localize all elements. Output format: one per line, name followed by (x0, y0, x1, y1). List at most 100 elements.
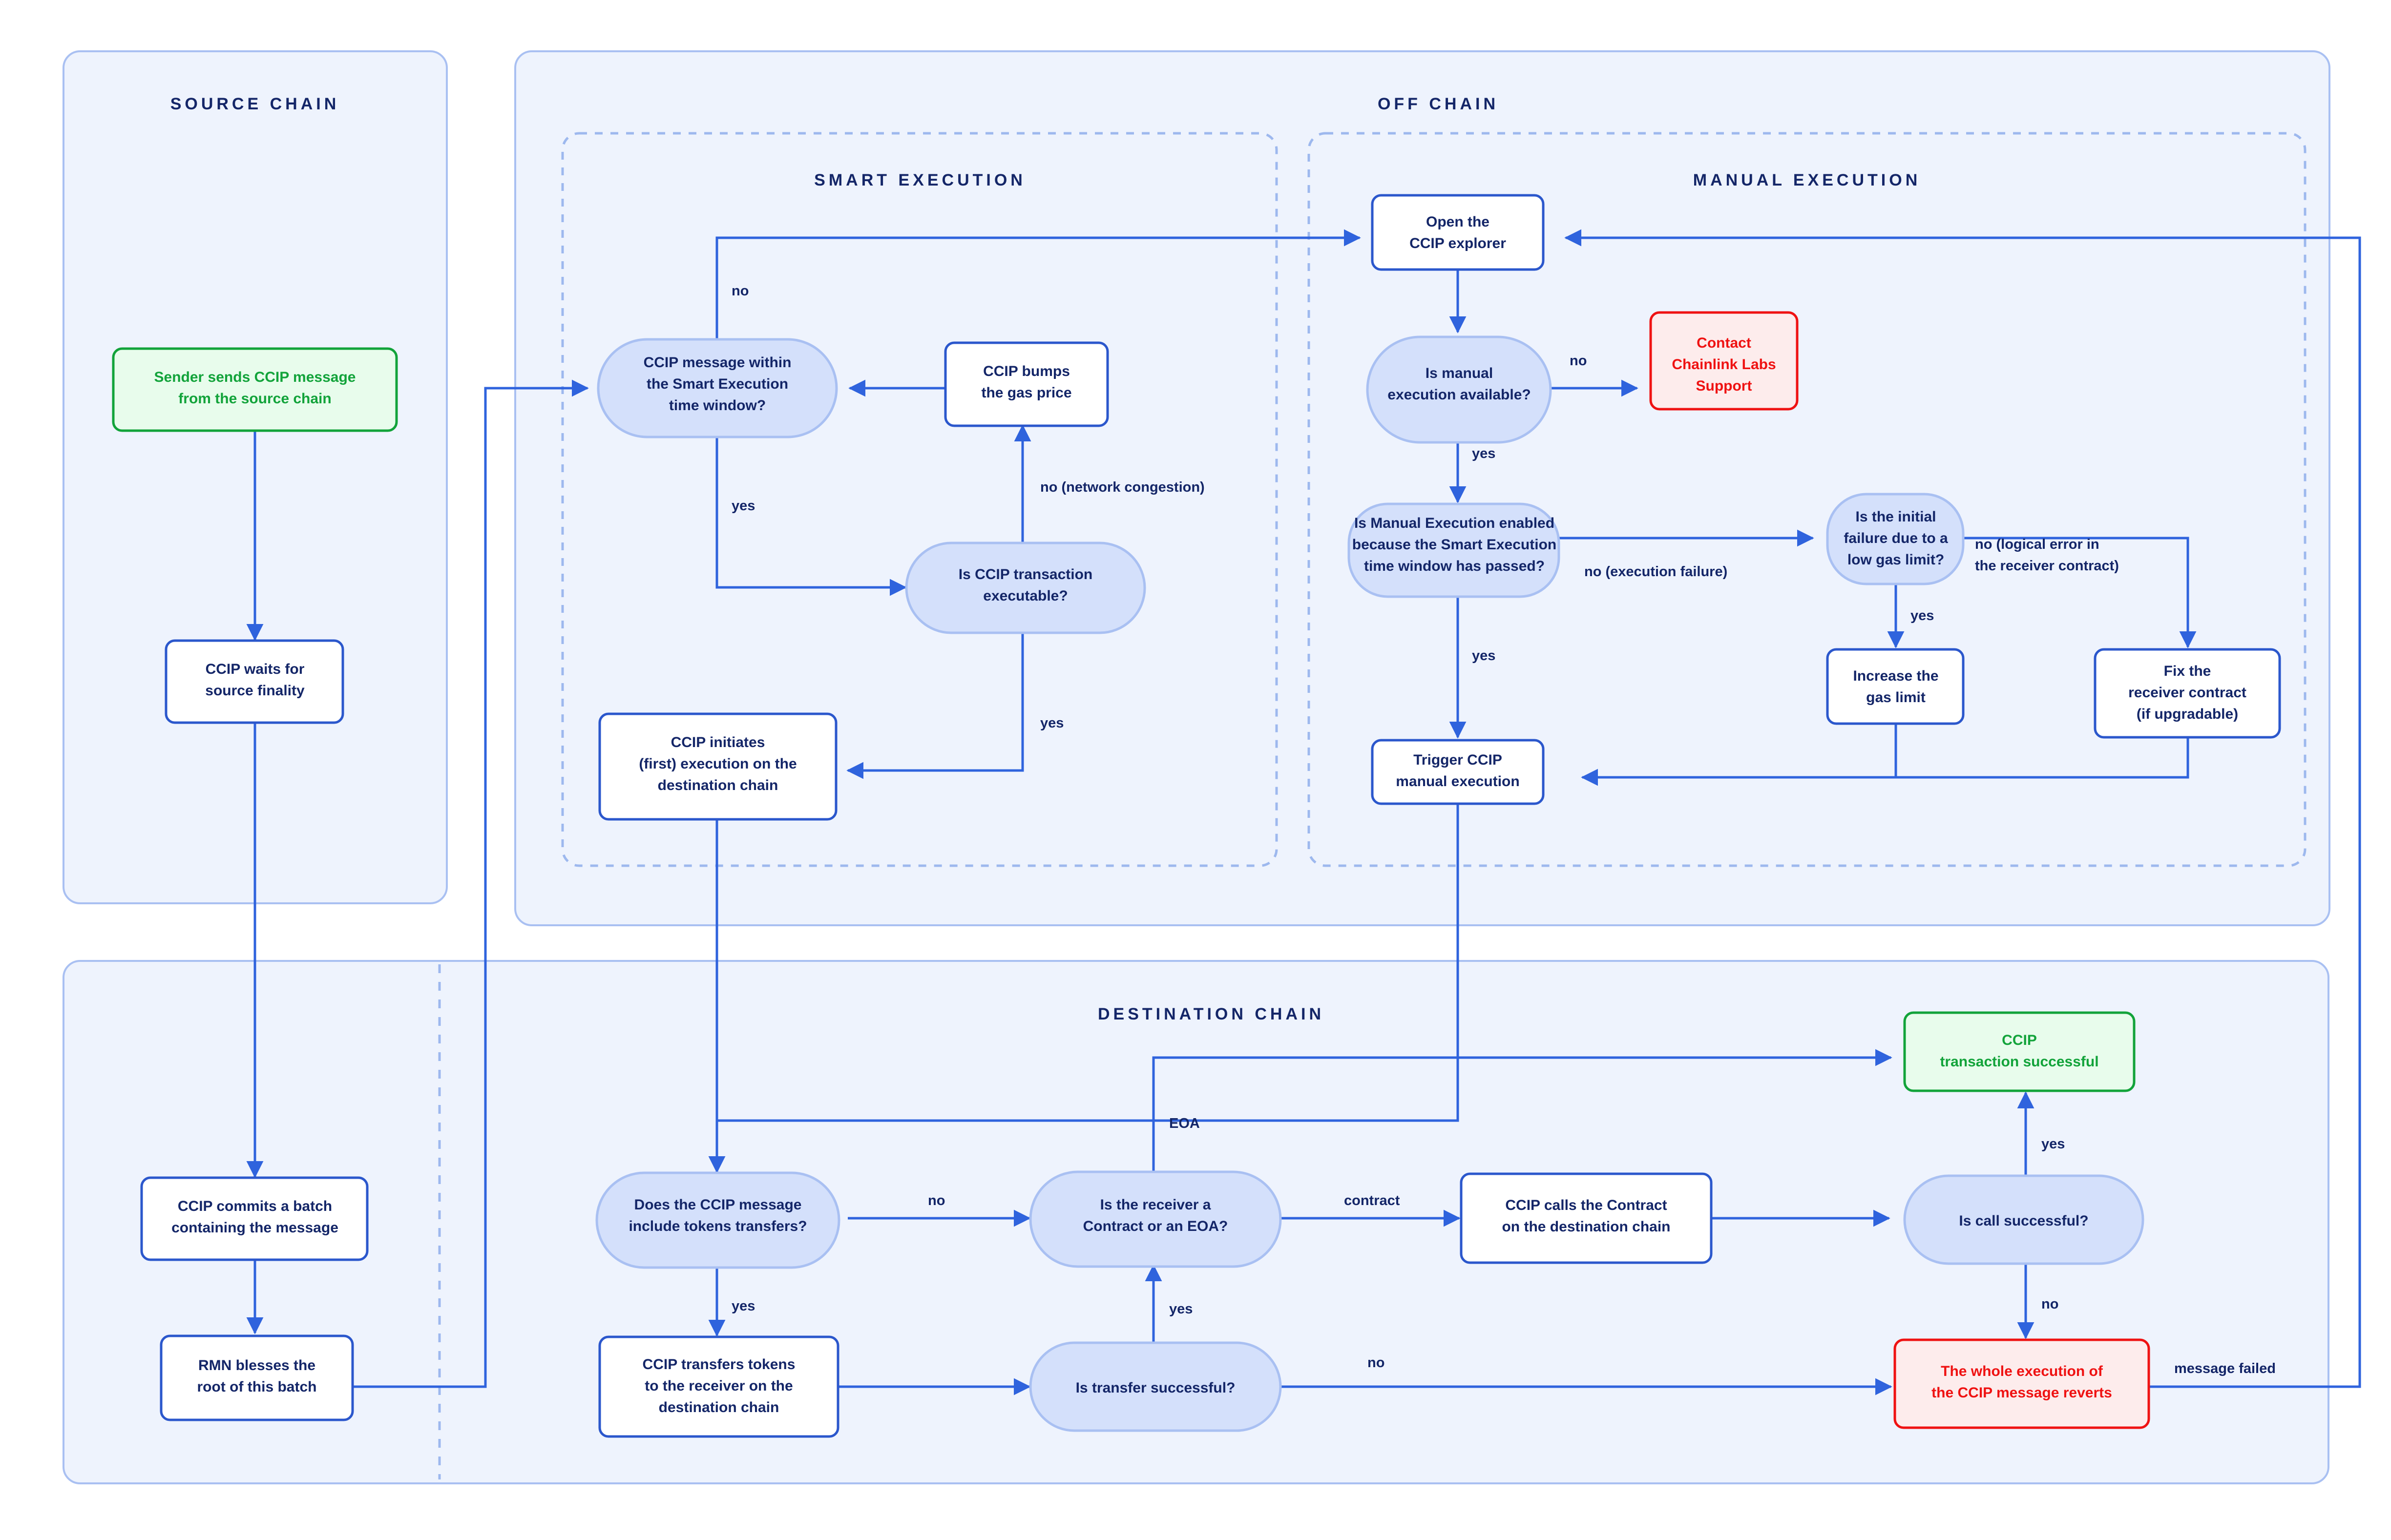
lane-title-manual-execution: MANUAL EXECUTION (1693, 171, 1921, 189)
node-initiates-exec[interactable]: CCIP initiates (first) execution on the … (598, 712, 838, 821)
lane-title-off-chain: OFF CHAIN (1378, 95, 1499, 113)
node-tx-executable[interactable]: Is CCIP transaction executable? (905, 541, 1146, 634)
node-contact-support-line-2: Support (1696, 378, 1752, 394)
node-bumps-gas[interactable]: CCIP bumps the gas price (944, 341, 1109, 427)
node-bumps-gas-line-0: CCIP bumps (983, 363, 1070, 379)
node-open-explorer-line-1: CCIP explorer (1409, 235, 1506, 251)
node-sender-sends-line-0: Sender sends CCIP message (154, 369, 356, 385)
node-commits-batch-line-0: CCIP commits a batch (178, 1198, 332, 1214)
node-within-window-line-0: CCIP message within (644, 354, 792, 371)
node-includes-tokens-line-1: include tokens transfers? (629, 1218, 807, 1234)
node-initial-failure[interactable]: Is the initial failure due to a low gas … (1826, 493, 1965, 585)
node-trigger-manual[interactable]: Trigger CCIP manual execution (1371, 739, 1545, 805)
edge-label-eoa: EOA (1169, 1116, 1200, 1131)
node-manual-enabled[interactable]: Is Manual Execution enabled because the … (1347, 502, 1560, 598)
node-includes-tokens-line-0: Does the CCIP message (634, 1197, 802, 1213)
node-reverts-line-1: the CCIP message reverts (1931, 1385, 2112, 1401)
edge-window-yes (715, 437, 907, 596)
lane-manual-execution: MANUAL EXECUTION (1307, 132, 2307, 867)
node-receiver-kind-line-1: Contract or an EOA? (1083, 1218, 1228, 1234)
node-tx-executable-line-1: executable? (983, 588, 1068, 604)
node-transfer-success[interactable]: Is transfer successful? (1029, 1341, 1282, 1432)
edge-window-no (715, 229, 1361, 339)
node-manual-available[interactable]: Is manual execution available? (1366, 335, 1552, 444)
node-increase-gas[interactable]: Increase the gas limit (1826, 648, 1965, 725)
node-calls-contract[interactable]: CCIP calls the Contract on the destinati… (1460, 1172, 1713, 1264)
node-trigger-manual-line-0: Trigger CCIP (1413, 752, 1502, 768)
node-reverts-line-0: The whole execution of (1941, 1363, 2103, 1379)
edge-receiver-eoa (1152, 1049, 1892, 1171)
node-initiates-exec-line-0: CCIP initiates (671, 734, 765, 750)
node-receiver-kind-line-0: Is the receiver a (1100, 1197, 1211, 1213)
node-manual-available-line-1: execution available? (1387, 387, 1531, 403)
node-tx-successful-line-1: transaction successful (1940, 1054, 2098, 1070)
node-increase-gas-line-1: gas limit (1866, 689, 1926, 706)
edge-label-yes-manual: yes (1472, 446, 1495, 461)
edge-label-yes-window: yes (732, 498, 755, 514)
edge-initialfailure-no (1958, 537, 2197, 648)
edge-label-no-manual: no (1570, 353, 1587, 369)
edge-label-message-failed: message failed (2174, 1361, 2276, 1376)
node-waits-finality-line-1: source finality (205, 683, 305, 699)
node-includes-tokens[interactable]: Does the CCIP message include tokens tra… (595, 1171, 840, 1269)
node-call-success[interactable]: Is call successful? (1903, 1174, 2144, 1265)
node-transfers-tokens-line-0: CCIP transfers tokens (643, 1356, 796, 1373)
node-fix-receiver-line-2: (if upgradable) (2137, 706, 2238, 722)
node-call-success-line-0: Is call successful? (1959, 1213, 2088, 1229)
edge-rmn-to-window (353, 379, 589, 1388)
node-fix-receiver[interactable]: Fix the receiver contract (if upgradable… (2094, 648, 2281, 739)
node-waits-finality-line-0: CCIP waits for (206, 661, 305, 677)
node-initial-failure-line-2: low gas limit? (1847, 552, 1944, 568)
node-waits-finality[interactable]: CCIP waits for source finality (165, 639, 344, 724)
edge-label-no-exec-failure: no (execution failure) (1584, 564, 1727, 580)
node-manual-enabled-line-1: because the Smart Execution (1352, 537, 1556, 553)
edge-label-yes-call: yes (2041, 1136, 2065, 1152)
node-contact-support-line-0: Contact (1697, 335, 1751, 351)
node-manual-enabled-line-2: time window has passed? (1364, 558, 1545, 574)
node-within-window-line-1: the Smart Execution (647, 376, 788, 392)
edge-label-yes-transfer: yes (1169, 1301, 1193, 1317)
node-transfers-tokens-line-2: destination chain (659, 1399, 779, 1415)
node-commits-batch[interactable]: CCIP commits a batch containing the mess… (140, 1176, 369, 1261)
edge-label-no-window: no (732, 283, 749, 299)
node-rmn-blesses[interactable]: RMN blesses the root of this batch (160, 1334, 354, 1421)
node-initial-failure-line-0: Is the initial (1855, 509, 1936, 525)
node-tx-successful[interactable]: CCIP transaction successful (1903, 1011, 2136, 1092)
node-transfers-tokens-line-1: to the receiver on the (645, 1378, 793, 1394)
lane-title-destination-chain: DESTINATION CHAIN (1098, 1005, 1324, 1023)
node-commits-batch-line-1: containing the message (171, 1220, 338, 1236)
edge-trigger-down (717, 803, 1459, 1122)
node-contact-support[interactable]: Contact Chainlink Labs Support (1649, 311, 1799, 411)
lane-title-smart-execution: SMART EXECUTION (814, 171, 1026, 189)
edge-label-yes-executable: yes (1040, 715, 1064, 731)
edge-label-no-logical-error-1: the receiver contract) (1975, 558, 2119, 574)
edge-label-layer: no yes no (network congestion) yes no ye… (732, 283, 2276, 1376)
node-open-explorer[interactable]: Open the CCIP explorer (1371, 194, 1545, 271)
node-sender-sends-line-1: from the source chain (178, 391, 331, 407)
edge-label-no-call: no (2041, 1296, 2058, 1312)
node-increase-gas-line-0: Increase the (1853, 668, 1938, 684)
node-sender-sends[interactable]: Sender sends CCIP message from the sourc… (112, 347, 398, 432)
lane-smart-execution: SMART EXECUTION (561, 132, 1278, 867)
edge-label-no-logical-error-0: no (logical error in (1975, 537, 2099, 552)
node-rmn-blesses-line-0: RMN blesses the (198, 1357, 315, 1374)
edge-fixreceiver-to-trigger (1896, 736, 2189, 779)
node-calls-contract-line-1: on the destination chain (1502, 1219, 1670, 1235)
edge-label-yes-enabled: yes (1472, 648, 1495, 664)
edge-label-yes-gas-limit: yes (1910, 608, 1934, 624)
edge-layer (246, 229, 2361, 1395)
node-trigger-manual-line-1: manual execution (1396, 773, 1519, 790)
node-receiver-kind[interactable]: Is the receiver a Contract or an EOA? (1029, 1170, 1282, 1268)
node-within-window[interactable]: CCIP message within the Smart Execution … (597, 338, 838, 438)
node-fix-receiver-line-0: Fix the (2164, 663, 2211, 679)
node-transfers-tokens[interactable]: CCIP transfers tokens to the receiver on… (598, 1335, 839, 1438)
edge-label-no-congestion: no (network congestion) (1040, 479, 1205, 495)
edge-label-no-transfer: no (1367, 1355, 1384, 1371)
node-reverts[interactable]: The whole execution of the CCIP message … (1893, 1338, 2150, 1429)
node-bumps-gas-line-1: the gas price (981, 385, 1071, 401)
node-manual-available-line-0: Is manual (1426, 365, 1493, 381)
node-within-window-line-2: time window? (669, 397, 766, 414)
node-initiates-exec-line-2: destination chain (658, 777, 778, 793)
node-manual-enabled-line-0: Is Manual Execution enabled (1354, 515, 1554, 531)
